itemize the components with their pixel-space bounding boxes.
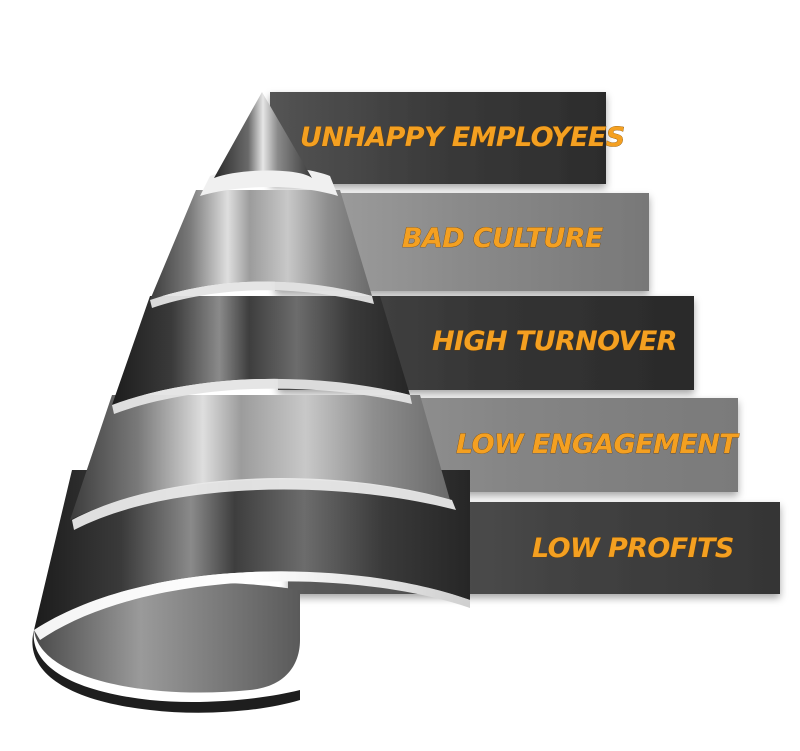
cone-band-5 [34,470,470,630]
level-label-5: LOW PROFITS [532,533,734,564]
cone-graphic [32,92,470,713]
level-label-2: BAD CULTURE [402,223,604,254]
cone-ring-4 [72,478,456,530]
level-label-3: HIGH TURNOVER [432,326,677,357]
cone-bottom-lip [32,630,300,713]
cone-ring-3 [112,378,412,414]
cone-band-2 [150,190,372,300]
cone-band-3 [112,296,410,405]
cone-band-4 [70,395,450,520]
level-panel-1 [270,92,606,184]
level-labels: UNHAPPY EMPLOYEES BAD CULTURE HIGH TURNO… [300,122,741,565]
level-label-1: UNHAPPY EMPLOYEES [300,122,625,153]
level-label-4: LOW ENGAGEMENT [456,429,740,460]
cone-bottom-rim [34,571,470,640]
cone-tip [214,92,312,178]
cone-tip-collar [200,167,338,196]
cone-ring-2 [150,281,374,308]
